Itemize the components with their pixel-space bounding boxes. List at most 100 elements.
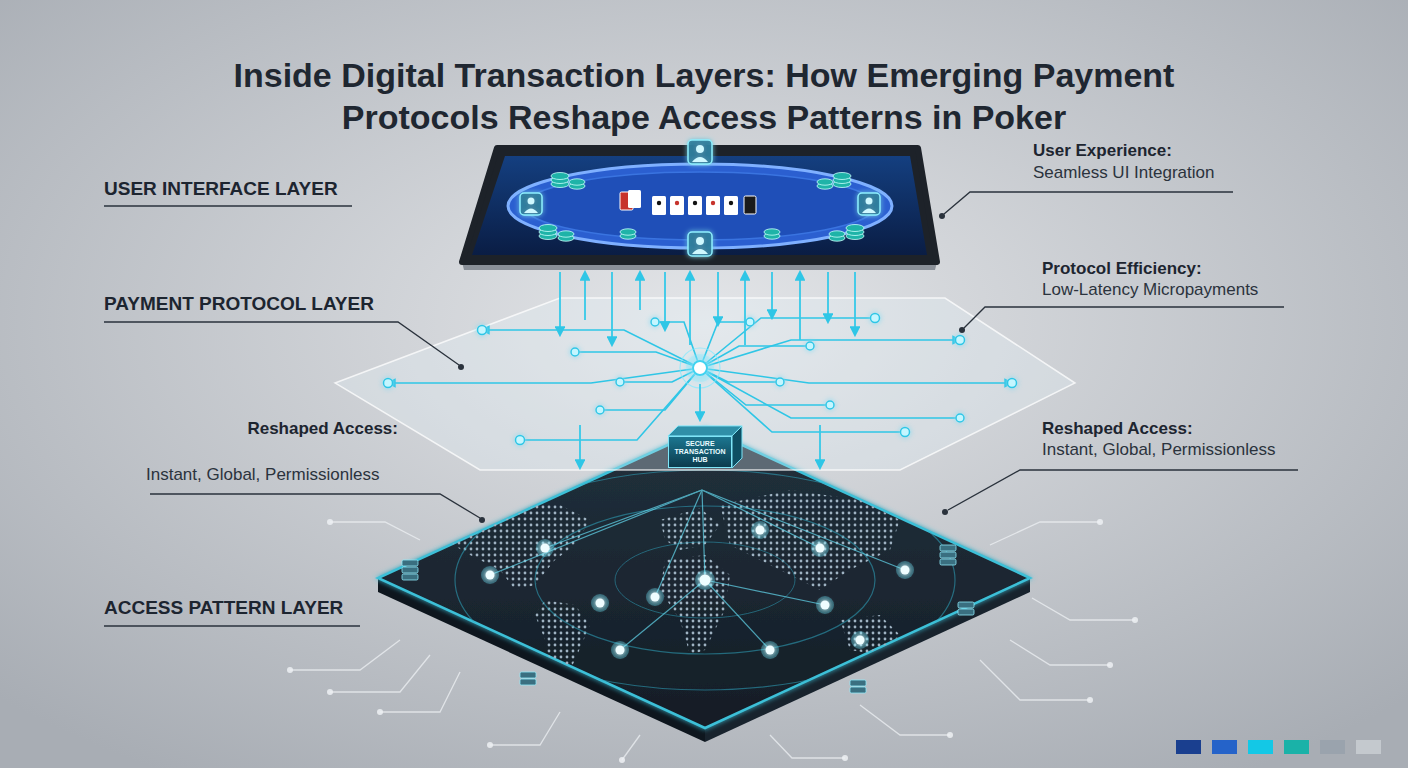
halo (591, 594, 609, 612)
suit (675, 201, 679, 205)
map-nodes (481, 521, 914, 659)
flow-arrows (560, 272, 855, 468)
flow-arrow (827, 272, 829, 322)
suit (657, 201, 661, 205)
map-node (766, 646, 775, 655)
leader-line (150, 494, 480, 518)
halo (751, 521, 769, 539)
protocol-node (871, 314, 880, 323)
title: Inside Digital Transaction Layers: How E… (204, 54, 1204, 138)
palette-swatch (1176, 740, 1201, 754)
tablet-frame (462, 148, 937, 262)
trace-dot (1097, 519, 1103, 525)
callout-text: Seamless UI Integration (1033, 163, 1214, 183)
protocol-node (826, 401, 834, 409)
server-icon (940, 545, 956, 565)
map-link (702, 490, 705, 580)
suit (693, 201, 697, 205)
map-node (616, 646, 625, 655)
card (706, 196, 720, 215)
orbit-ring (615, 542, 795, 618)
cube-face (732, 426, 742, 468)
protocol-nodes (384, 314, 1017, 445)
map-node (856, 636, 865, 645)
map-node (596, 599, 605, 608)
layer-label: ACCESS PATTERN LAYER (104, 597, 343, 620)
trace (980, 660, 1090, 700)
avatar-body (692, 157, 708, 162)
card (688, 196, 702, 215)
flow-arrow (717, 272, 719, 325)
chip (569, 179, 585, 185)
flow-arrow (699, 384, 701, 420)
network-line (700, 368, 1012, 383)
flow-arrow (664, 272, 666, 330)
halo (816, 596, 834, 614)
trace-dot (287, 667, 293, 673)
layer-label: USER INTERFACE LAYER (104, 178, 338, 201)
network-line (600, 368, 700, 410)
hub-ring (680, 348, 720, 388)
cards (620, 190, 756, 215)
map-link (705, 580, 770, 650)
node-core (486, 526, 910, 655)
map-node (700, 575, 711, 586)
avatar-body (862, 209, 876, 214)
protocol-node (478, 326, 487, 335)
leader-line (964, 307, 1284, 328)
orbit-ring (455, 470, 955, 690)
continent (840, 615, 900, 655)
halo (695, 570, 715, 590)
callout-heading: User Experience: (1033, 141, 1172, 161)
underline (104, 625, 360, 626)
callout-heading: Reshaped Access: (1042, 419, 1193, 439)
flow-arrow (611, 272, 613, 345)
protocol-node (901, 428, 910, 437)
leader-dot (479, 517, 485, 523)
map-node (486, 571, 495, 580)
node-text: SECURE TRANSACTION HUB (673, 440, 727, 464)
leader-lines (104, 192, 1298, 626)
avatar (688, 232, 712, 256)
protocol-node (956, 336, 965, 345)
avatar-head (528, 198, 535, 205)
leader-line (104, 322, 459, 365)
card (724, 196, 738, 215)
leader-line (948, 470, 1298, 510)
hub-glow (686, 354, 714, 382)
server-unit (958, 609, 974, 615)
flow-arrow (771, 272, 773, 318)
server-icon (958, 602, 974, 615)
avatar-body (524, 209, 538, 214)
protocol-node (384, 379, 393, 388)
server-unit (940, 559, 956, 565)
map-link (702, 490, 905, 570)
protocol-node (651, 318, 659, 326)
trace (290, 640, 400, 670)
chip (551, 173, 569, 180)
player-avatars (520, 140, 880, 256)
trace-dot (842, 755, 848, 761)
flow-arrow (579, 425, 581, 468)
flow-arrow (639, 272, 641, 310)
callout-text: Instant, Global, Permissionless (146, 465, 379, 485)
halo (536, 539, 554, 557)
halo (761, 641, 779, 659)
chip (764, 229, 780, 235)
server-unit (940, 545, 956, 551)
flow-arrow (854, 272, 856, 335)
trace (770, 735, 845, 758)
table-felt (524, 172, 876, 240)
server-unit (958, 602, 974, 608)
layer-label: PAYMENT PROTOCOL LAYER (104, 293, 374, 316)
protocol-node (596, 406, 604, 414)
halo (646, 588, 664, 606)
card (670, 196, 684, 215)
server-unit (520, 672, 536, 678)
palette-swatch (1284, 740, 1309, 754)
avatar-head (696, 145, 704, 153)
protocol-node (956, 414, 964, 422)
hub-core (693, 361, 707, 375)
